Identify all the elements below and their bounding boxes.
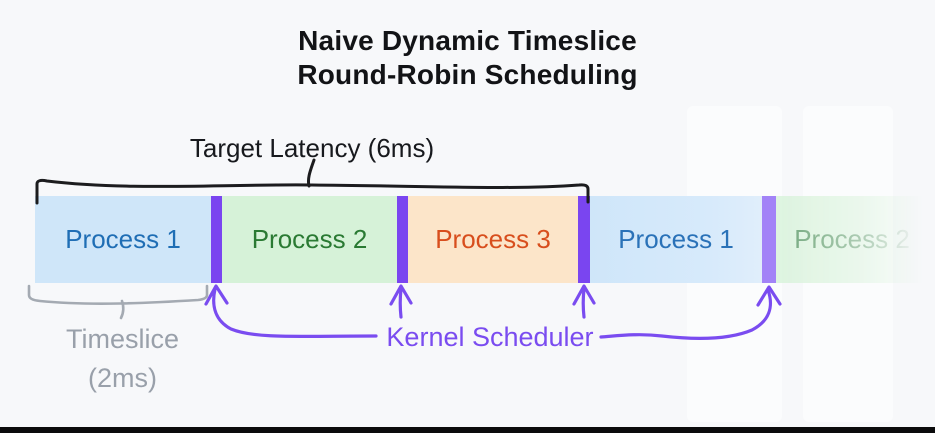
segment-label: Process 1 [618,224,734,254]
timeslice-label-line-2: (2ms) [88,363,157,393]
scheduler-arrow-stem-3 [581,287,586,319]
kernel-scheduler-label: Kernel Scheduler [386,322,594,352]
segment-process-2: Process 2 [222,196,397,283]
timeslice-label-line-1: Timeslice [65,324,179,354]
segment-process-2-faded: Process 2 [776,196,928,283]
page-title: Naive Dynamic Timeslice Round-Robin Sche… [0,24,935,92]
segment-label: Process 2 [794,224,910,254]
preemption-marker-3 [578,196,590,283]
timeslice-brace-tick [119,299,125,320]
timeslice-label: Timeslice (2ms) [30,320,215,398]
bottom-border [0,427,935,433]
scheduler-arrowhead-3 [572,284,596,306]
segment-label: Process 2 [251,224,368,254]
preemption-marker-2 [397,196,408,283]
segment-label: Process 1 [65,224,181,254]
scheduler-arrowhead-1 [204,284,229,306]
timeline-bar: Process 1 Process 2 Process 3 Process 1 … [0,196,935,283]
segment-label: Process 3 [435,224,551,254]
preemption-marker-4-faded [762,196,776,283]
timeslice-brace [27,284,209,305]
segment-process-1-repeat: Process 1 [590,196,762,283]
target-latency-label: Target Latency (6ms) [189,133,435,163]
title-line-2: Round-Robin Scheduling [297,59,638,90]
scheduler-arrowhead-2 [389,284,413,306]
segment-process-1: Process 1 [35,196,211,283]
title-line-1: Naive Dynamic Timeslice [298,25,637,56]
preemption-marker-1 [211,196,222,283]
scheduler-arrow-stem-2 [398,287,403,319]
segment-process-3: Process 3 [408,196,578,283]
scheduler-arrow-tail-left [212,287,378,339]
